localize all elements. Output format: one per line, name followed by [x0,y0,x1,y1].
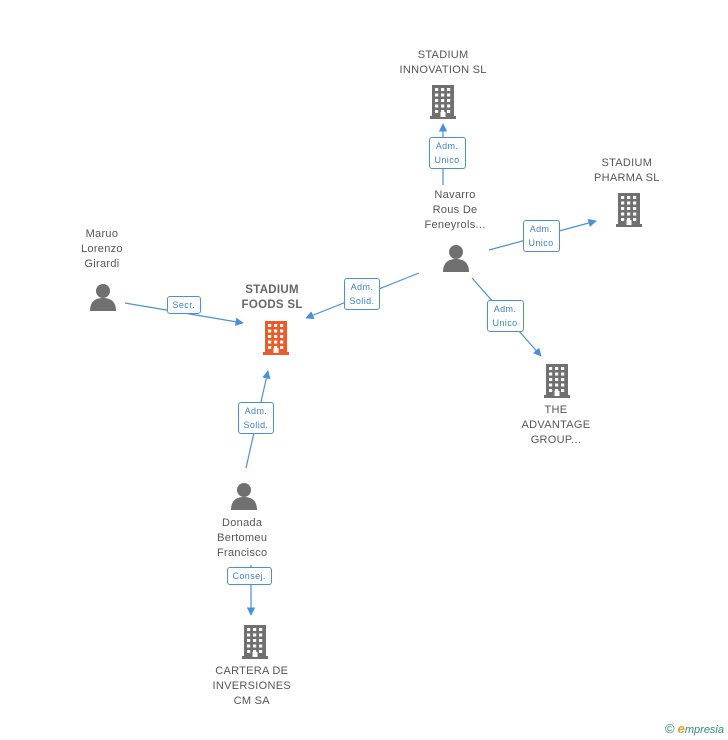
edge-label[interactable]: Secr. [166,296,202,314]
brand-name: mpresia [684,724,724,736]
edge-label[interactable]: Adm.Solid. [343,278,381,310]
brand-initial: e [677,721,685,736]
edge-label[interactable]: Adm.Unico [486,300,524,332]
building-icon[interactable] [263,321,289,360]
edge-label[interactable]: Adm.Solid. [237,402,275,434]
empresia-logo: © empresia [665,721,724,736]
building-icon[interactable] [544,364,570,403]
edge-label[interactable]: Consej. [226,567,272,585]
copyright-symbol: © [664,721,675,736]
person-icon[interactable] [441,244,471,277]
building-icon[interactable] [242,625,268,664]
edge-label[interactable]: Adm.Unico [428,137,466,169]
person-icon[interactable] [229,482,259,515]
edge-label[interactable]: Adm.Unico [522,220,560,252]
building-icon[interactable] [430,85,456,124]
building-icon[interactable] [616,193,642,232]
person-icon[interactable] [88,283,118,316]
